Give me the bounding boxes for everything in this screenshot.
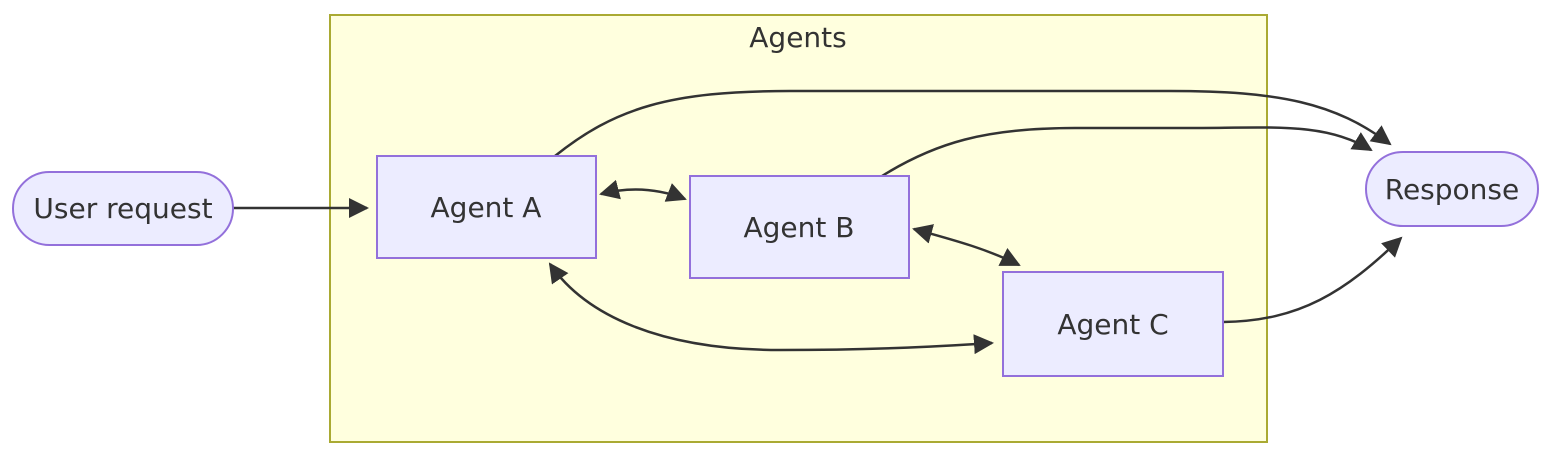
node-agent-c: Agent C [1002,271,1224,377]
edge-agent-a-agent-c-bidirectional [548,262,994,355]
edge-agent-c-to-response [1222,236,1403,324]
edge-agent-b-to-response [881,126,1373,178]
node-response: Response [1365,151,1539,227]
node-agent-b: Agent B [689,175,910,279]
node-agent-a: Agent A [376,155,597,259]
edge-agent-b-agent-c-bidirectional [912,224,1021,267]
node-user-request: User request [12,171,234,246]
subgraph-agents-title: Agents [749,21,846,54]
edge-agent-a-agent-b-bidirectional [599,179,687,202]
node-agent-b-label: Agent B [744,211,855,244]
node-user-request-shape [12,171,234,246]
edge-agent-a-to-response [554,89,1392,157]
node-response-shape [1365,151,1539,227]
node-response-label: Response [1385,173,1519,206]
node-agent-a-shape [376,155,597,259]
node-agent-b-shape [689,175,910,279]
node-user-request-label: User request [33,192,212,225]
node-agent-c-label: Agent C [1057,308,1168,341]
node-agent-c-shape [1002,271,1224,377]
node-agent-a-label: Agent A [431,191,542,224]
